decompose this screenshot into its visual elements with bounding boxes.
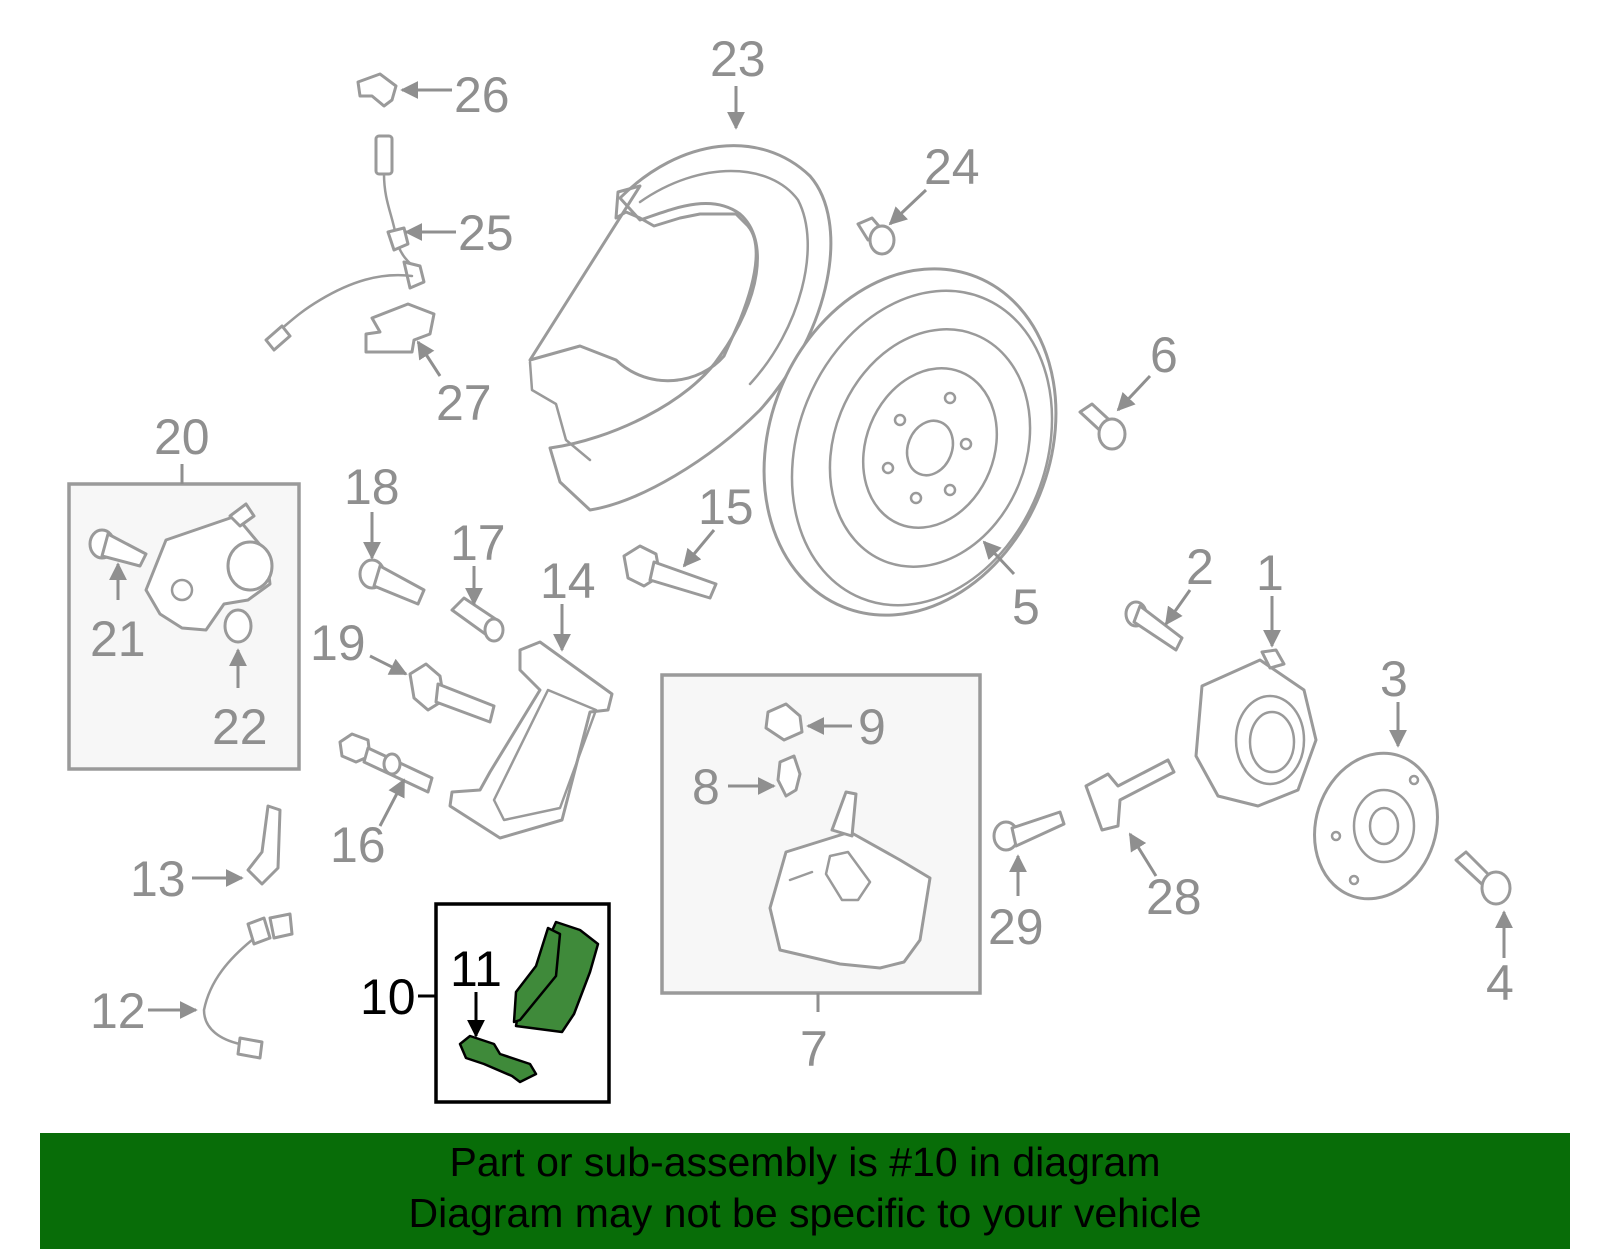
callout-5: 5 xyxy=(1012,579,1040,635)
part-27-bracket[interactable] xyxy=(364,302,436,354)
callout-25: 25 xyxy=(458,205,514,261)
callout-2: 2 xyxy=(1186,539,1214,595)
part-17-pin[interactable] xyxy=(450,596,505,643)
part-24-bolt[interactable] xyxy=(856,216,896,256)
callout-26: 26 xyxy=(454,67,510,123)
leader-16 xyxy=(378,778,406,827)
banner-line-part: Part or sub-assembly is #10 in diagram xyxy=(449,1139,1161,1185)
part-25-sensor-cable[interactable] xyxy=(264,134,426,352)
callout-16: 16 xyxy=(330,817,386,873)
callout-19: 19 xyxy=(310,615,366,671)
leader-19 xyxy=(369,654,408,676)
part-14-caliper-bracket[interactable] xyxy=(448,640,614,840)
part-7-caliper[interactable] xyxy=(768,790,932,970)
part-23-splash-shield[interactable] xyxy=(528,144,833,512)
callout-18: 18 xyxy=(344,459,400,515)
callout-20: 20 xyxy=(154,409,210,465)
leader-28 xyxy=(1128,832,1158,877)
callout-10[interactable]: 10 xyxy=(360,969,416,1025)
callout-9: 9 xyxy=(858,699,886,755)
callout-3: 3 xyxy=(1380,651,1408,707)
part-20-actuator[interactable] xyxy=(144,502,274,632)
part-13-bracket[interactable] xyxy=(246,804,282,886)
callout-15: 15 xyxy=(698,479,754,535)
banner-line-disclaimer: Diagram may not be specific to your vehi… xyxy=(408,1190,1202,1236)
callout-28: 28 xyxy=(1146,869,1202,925)
callout-6: 6 xyxy=(1150,327,1178,383)
leader-27 xyxy=(416,340,442,377)
part-2-bolt[interactable] xyxy=(1124,600,1184,652)
part-28-shield[interactable] xyxy=(1084,758,1176,832)
part-10-brake-pads[interactable] xyxy=(512,920,600,1034)
part-19-bolt[interactable] xyxy=(408,662,496,724)
leader-6 xyxy=(1116,374,1152,412)
part-8-bleeder[interactable] xyxy=(776,754,802,798)
callout-29: 29 xyxy=(988,899,1044,955)
part-16-bolt[interactable] xyxy=(338,732,434,794)
callout-21: 21 xyxy=(90,611,146,667)
callout-13: 13 xyxy=(130,851,186,907)
callout-22: 22 xyxy=(212,699,268,755)
part-15-bolt[interactable] xyxy=(622,544,718,600)
part-22-seal[interactable] xyxy=(223,608,253,644)
leader-15 xyxy=(682,529,716,568)
callout-11[interactable]: 11 xyxy=(450,941,502,997)
part-1-hub-bearing[interactable] xyxy=(1194,648,1318,808)
leader-2 xyxy=(1164,589,1192,626)
part-26-clip[interactable] xyxy=(356,72,398,108)
callout-27: 27 xyxy=(436,375,492,431)
callout-23: 23 xyxy=(710,31,766,87)
callout-8: 8 xyxy=(692,759,720,815)
callout-17: 17 xyxy=(450,515,506,571)
info-banner: Part or sub-assembly is #10 in diagram D… xyxy=(40,1133,1570,1249)
part-4-bolt[interactable] xyxy=(1454,850,1512,906)
leader-5 xyxy=(982,540,1016,576)
part-5-brake-rotor[interactable] xyxy=(714,225,1107,660)
callout-7: 7 xyxy=(800,1021,828,1077)
leader-24 xyxy=(888,188,928,226)
part-11-pad-clip[interactable] xyxy=(458,1034,538,1084)
part-29-bolt[interactable] xyxy=(992,810,1066,852)
part-3-hub[interactable] xyxy=(1296,737,1456,915)
part-18-bolt[interactable] xyxy=(358,558,426,606)
part-6-bolt[interactable] xyxy=(1078,402,1127,451)
callout-12: 12 xyxy=(90,983,146,1039)
callout-1: 1 xyxy=(1256,545,1284,601)
part-12-wheel-speed-sensor[interactable] xyxy=(202,912,294,1060)
callout-14: 14 xyxy=(540,553,596,609)
callout-4: 4 xyxy=(1486,955,1514,1011)
part-9-cap[interactable] xyxy=(764,702,804,742)
part-21-bolt[interactable] xyxy=(88,528,148,568)
callout-24: 24 xyxy=(924,139,980,195)
